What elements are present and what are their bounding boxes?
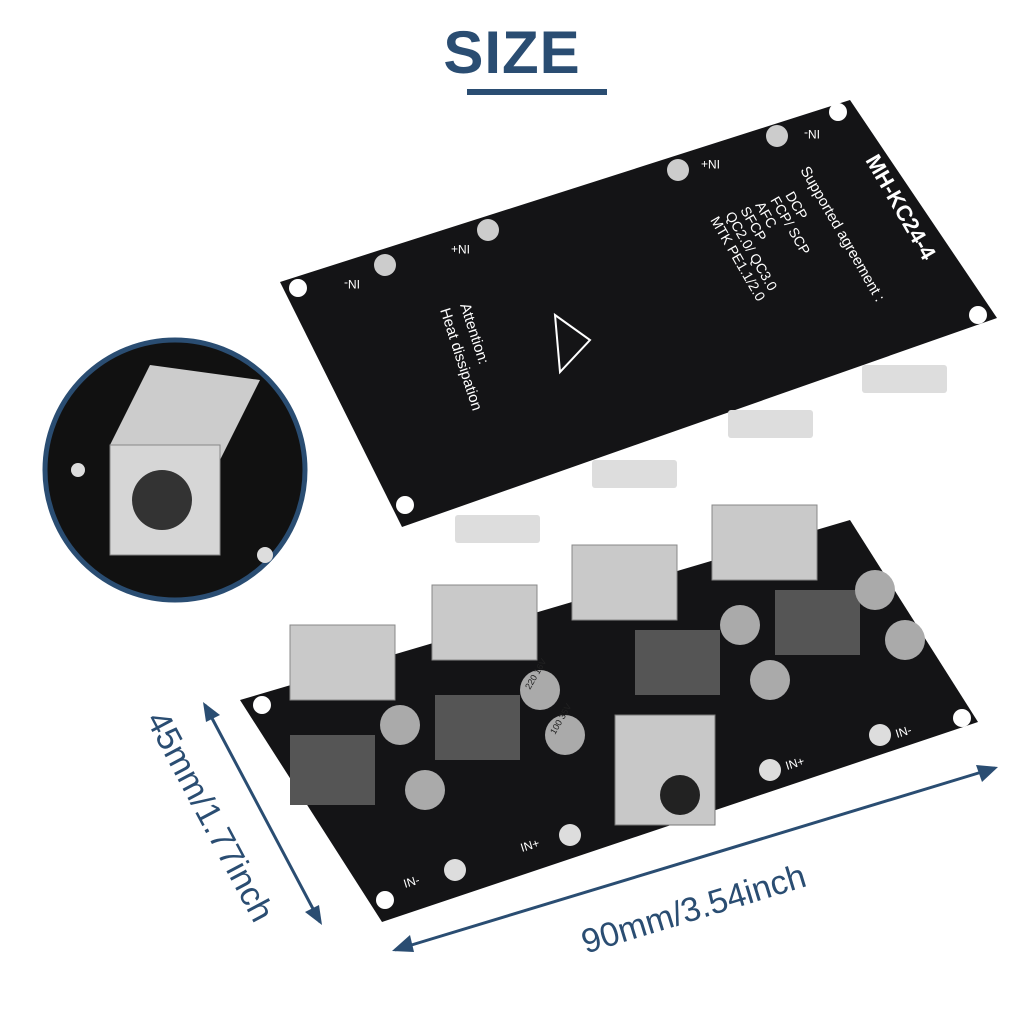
pad-label: IN+ [451, 242, 470, 256]
pad-label: IN+ [784, 754, 806, 773]
pad-label: IN- [894, 723, 913, 741]
input-voltage-label: DC 6-32V [540, 156, 590, 181]
pad-label: IN+ [701, 157, 720, 171]
pad-label: IN+ [519, 836, 541, 855]
pad-label: IN- [402, 873, 421, 891]
title-underline [467, 89, 607, 95]
width-arrow [203, 702, 322, 925]
pad-label: IN- [344, 277, 360, 291]
pad-label: IN- [804, 127, 820, 141]
board-back: MH-KC24-4 Supported agreement : DCP FCP/… [280, 100, 997, 543]
length-arrow [392, 765, 998, 952]
dc-jack-inset [42, 337, 308, 603]
page-title: SIZE [443, 19, 581, 86]
board-front: IN- IN+ IN+ IN- 100 35V 220 16V [240, 504, 978, 922]
